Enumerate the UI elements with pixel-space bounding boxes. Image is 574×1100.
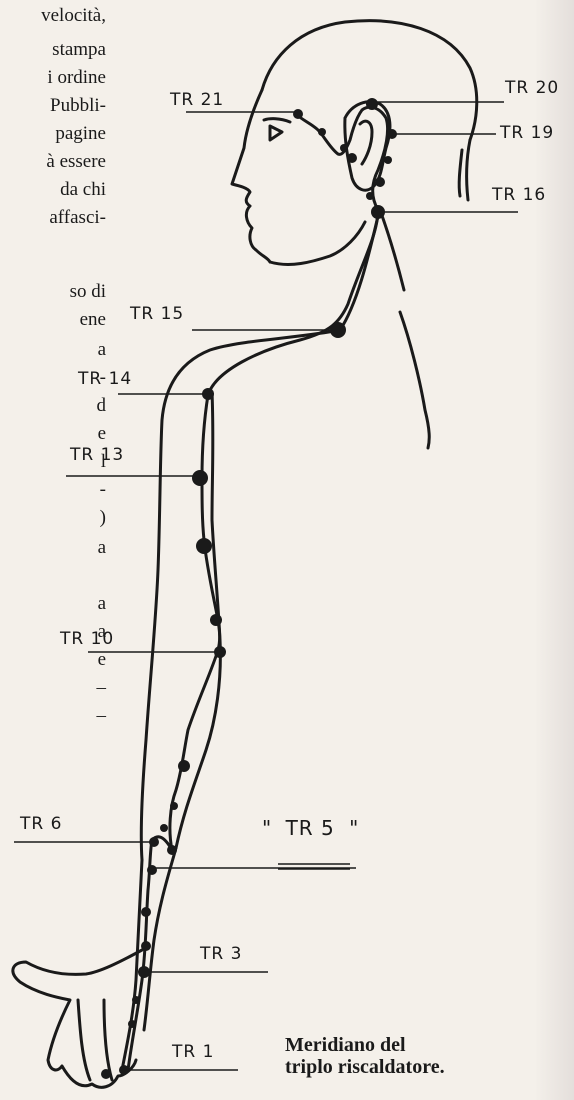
label-tr10: TR 10 [60, 631, 114, 648]
acupoint [210, 614, 222, 626]
label-tr5-group: " TR 5 " [262, 818, 358, 838]
caption-line-1: Meridiano del [285, 1034, 445, 1056]
eye [270, 126, 282, 140]
acupoint [167, 845, 177, 855]
neck-to-back [380, 210, 404, 290]
acupoint [101, 1069, 111, 1079]
label-tr21: TR 21 [170, 92, 224, 109]
acupoint [160, 824, 168, 832]
acupoint [340, 144, 348, 152]
acupoint [178, 760, 190, 772]
label-tr3: TR 3 [200, 946, 242, 963]
label-tr16: TR 16 [492, 187, 546, 204]
neck-back-line [459, 150, 462, 196]
label-tr5: TR 5 [286, 818, 335, 838]
label-tr19: TR 19 [500, 125, 554, 142]
acupoint-tr21 [293, 109, 303, 119]
shoulder-line [141, 330, 340, 860]
acupoint-tr13 [192, 470, 208, 486]
acupoint [347, 153, 357, 163]
label-tr20: TR 20 [505, 80, 559, 97]
label-tr1: TR 1 [172, 1044, 214, 1061]
tr5-double-underline [278, 864, 350, 869]
acupoint [141, 941, 151, 951]
figure-caption: Meridiano del triplo riscaldatore. [285, 1034, 445, 1078]
caption-line-2: triplo riscaldatore. [285, 1056, 445, 1078]
acupoint-tr5 [147, 865, 157, 875]
acupoint [375, 177, 385, 187]
jaw-line [270, 222, 365, 264]
ear-inner [360, 121, 372, 164]
back-of-neck [467, 140, 470, 200]
acupoint-tr20 [366, 98, 378, 110]
acupoint [384, 156, 392, 164]
acupoint [318, 128, 326, 136]
acupoint [170, 802, 178, 810]
label-tr14: TR 14 [78, 371, 132, 388]
finger-lines [78, 1000, 112, 1080]
label-leaders [14, 102, 518, 1070]
tr5-quote-close: " [349, 818, 358, 838]
brow [264, 119, 290, 122]
label-tr13: TR 13 [70, 447, 124, 464]
label-tr15: TR 15 [130, 306, 184, 323]
acupoint [141, 907, 151, 917]
acupoint [196, 538, 212, 554]
face-profile [232, 90, 270, 262]
tr5-quote-open: " [262, 816, 271, 840]
back-line [400, 312, 429, 448]
acupoint [366, 192, 374, 200]
acupoint [132, 996, 140, 1004]
acupoint [128, 1020, 136, 1028]
label-tr6: TR 6 [20, 816, 62, 833]
